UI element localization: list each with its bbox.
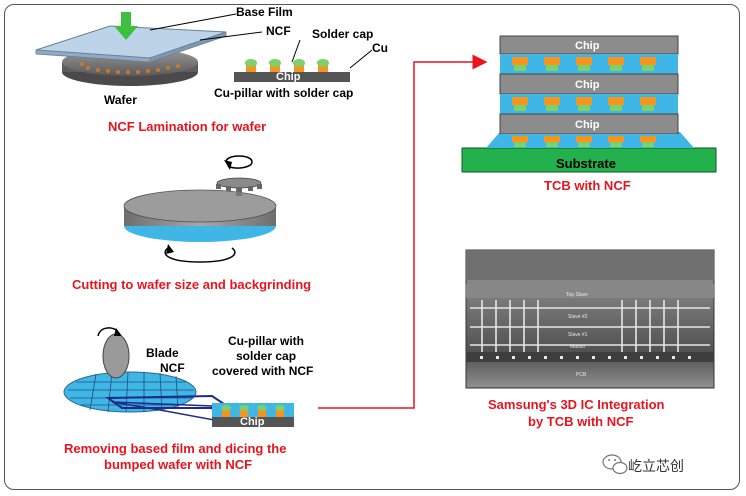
chip-label-bottom: Chip bbox=[240, 416, 265, 428]
ncf-label-2: NCF bbox=[160, 361, 185, 375]
stack-chip-label-3: Chip bbox=[575, 119, 600, 131]
wafer-label: Wafer bbox=[104, 93, 137, 107]
tcb-bumps bbox=[512, 57, 656, 147]
wechat-icon bbox=[602, 454, 628, 475]
blade-icon bbox=[102, 333, 130, 379]
samsung-caption-1: Samsung's 3D IC Integration bbox=[488, 397, 665, 412]
tcb-stack-figure: Chip Chip Chip Substrate bbox=[461, 35, 717, 173]
samsung-caption-2: by TCB with NCF bbox=[528, 414, 633, 429]
micro-top-slave: Top Slave bbox=[566, 292, 588, 298]
micro-slave1: Slave #1 bbox=[568, 332, 588, 338]
pillar-ncf-label-1: Cu-pillar with bbox=[228, 334, 304, 348]
cu-label: Cu bbox=[372, 41, 388, 55]
stack-chip-label-1: Chip bbox=[575, 40, 600, 52]
pillar-ncf-label-2: solder cap bbox=[236, 349, 296, 363]
cu-pillar-label: Cu-pillar with solder cap bbox=[214, 86, 353, 100]
rotation-arrow-icon bbox=[225, 155, 253, 169]
micro-master: Master bbox=[570, 344, 586, 350]
diagram-frame bbox=[4, 4, 740, 490]
base-film-label: Base Film bbox=[236, 5, 293, 19]
pillar-ncf-label-3: covered with NCF bbox=[212, 364, 313, 378]
blade-label: Blade bbox=[146, 346, 179, 360]
flow-arrow bbox=[318, 54, 488, 409]
step1-caption: NCF Lamination for wafer bbox=[108, 119, 266, 134]
step2-grinding-figure bbox=[123, 155, 277, 263]
step3-caption-1: Removing based film and dicing the bbox=[64, 441, 286, 456]
chip-cross-section: Chip bbox=[234, 59, 350, 83]
watermark-text: 屹立芯创 bbox=[628, 459, 684, 475]
step1-lamination-figure: Base Film NCF Solder cap Cu Wafer Chip C… bbox=[35, 5, 388, 107]
step3-dicing-figure: Blade NCF Chip Cu-pillar with solder cap… bbox=[63, 327, 313, 428]
micro-pcb: PCB bbox=[576, 372, 587, 378]
samsung-micrograph: Top Slave Slave #2 Slave #1 Master PCB bbox=[465, 249, 715, 389]
substrate-label: Substrate bbox=[556, 156, 616, 171]
micro-slave2: Slave #2 bbox=[568, 314, 588, 320]
step2-caption: Cutting to wafer size and backgrinding bbox=[72, 277, 311, 292]
diced-chip-cross-section: Chip bbox=[212, 403, 294, 428]
solder-cap-label: Solder cap bbox=[312, 27, 373, 41]
press-arrow-icon bbox=[114, 12, 138, 40]
rotation-arrow-bottom-icon bbox=[164, 247, 236, 263]
tcb-caption: TCB with NCF bbox=[544, 178, 631, 193]
chip-label-top: Chip bbox=[276, 71, 301, 83]
grinding-wheel-icon bbox=[216, 177, 262, 196]
stack-chip-label-2: Chip bbox=[575, 79, 600, 91]
ncf-label: NCF bbox=[266, 24, 291, 38]
step3-caption-2: bumped wafer with NCF bbox=[104, 457, 252, 472]
